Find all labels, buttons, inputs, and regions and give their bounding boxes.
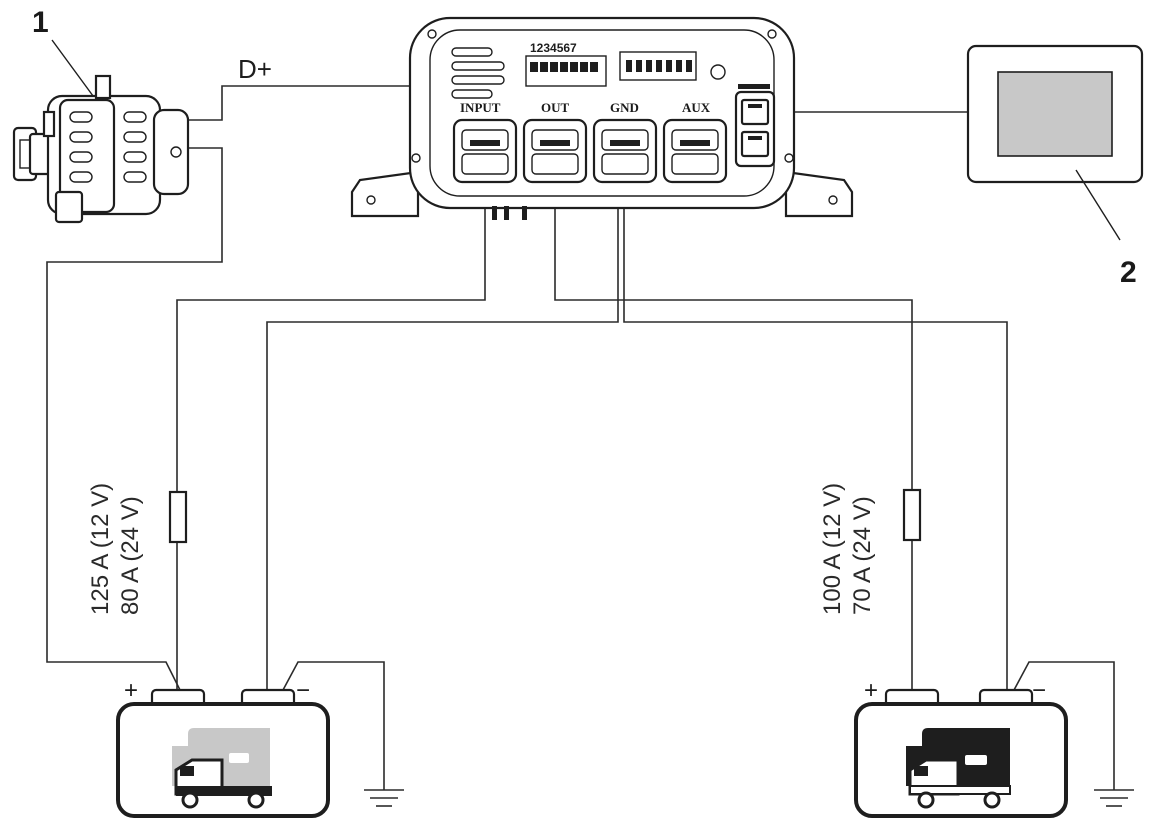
port-connector-gnd	[592, 118, 658, 184]
alternator-callout-leader	[51, 39, 97, 101]
service-truck-icon	[906, 728, 1011, 809]
port-connector-aux	[662, 118, 728, 184]
input-to-starter-positive-wire	[176, 155, 486, 690]
starter-negative-sign: −	[296, 677, 310, 704]
fuse-starter-line2: 80 A (24 V)	[117, 496, 144, 615]
rj45-jacks	[734, 84, 776, 168]
display-callout: 2	[1120, 256, 1137, 289]
dip-switch-levers	[626, 60, 692, 72]
remote-display: 2	[966, 44, 1144, 289]
alternator: 1	[12, 6, 190, 224]
service-ground-icon	[1094, 789, 1134, 807]
terminal-screws	[530, 62, 598, 72]
starter-positive-sign: +	[124, 677, 138, 704]
service-battery: + −	[854, 677, 1068, 818]
port-label-out: OUT	[541, 100, 570, 115]
wiring	[46, 85, 1115, 790]
starter-ground-icon	[364, 789, 404, 807]
charger-unit: 1234567 INPUT OUT GND AUX	[350, 16, 854, 220]
fuse-service-rating: 100 A (12 V) 70 A (24 V)	[819, 483, 876, 615]
port-label-aux: AUX	[682, 100, 711, 115]
service-positive-sign: +	[864, 677, 878, 704]
d-plus-wire	[188, 85, 452, 121]
dip-switch-numbers: 1234567	[530, 41, 577, 55]
gnd-to-starter-negative-wire	[266, 155, 619, 690]
gnd-to-service-negative-wire	[623, 155, 1008, 690]
port-label-input: INPUT	[460, 100, 501, 115]
alternator-callout: 1	[32, 6, 49, 39]
display-screen	[997, 71, 1113, 157]
port-connector-input	[452, 118, 518, 184]
fuse-starter	[168, 490, 188, 544]
fuse-service	[902, 488, 922, 542]
fuse-starter-rating: 125 A (12 V) 80 A (24 V)	[87, 483, 144, 615]
service-ground-wire	[1013, 661, 1115, 790]
starter-battery: + −	[116, 677, 330, 818]
port-label-gnd: GND	[610, 100, 639, 115]
fuse-service-line1: 100 A (12 V)	[819, 483, 846, 615]
status-led-icon	[710, 64, 726, 80]
starter-truck-icon	[172, 728, 272, 809]
display-callout-leader	[1075, 169, 1121, 241]
d-plus-label: D+	[238, 54, 272, 84]
fuse-starter-line1: 125 A (12 V)	[87, 483, 114, 615]
alternator-output-wire	[46, 147, 223, 691]
fuse-service-line2: 70 A (24 V)	[849, 496, 876, 615]
service-negative-sign: −	[1032, 677, 1046, 704]
dip-switch	[619, 51, 697, 81]
terminal-block	[525, 55, 607, 87]
starter-ground-wire	[282, 661, 385, 790]
port-connector-out	[522, 118, 588, 184]
